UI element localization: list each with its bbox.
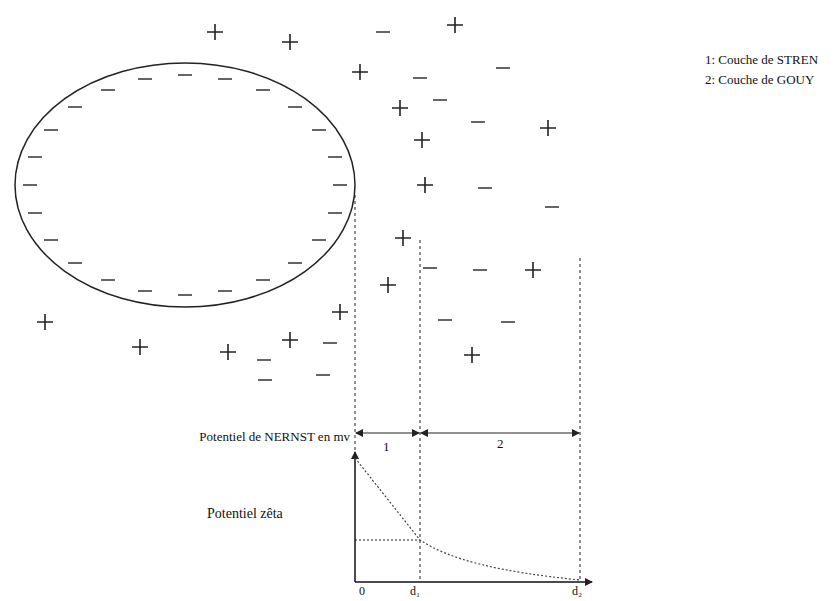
negative-ions xyxy=(257,32,559,380)
tick-label: d₂ xyxy=(572,585,582,599)
tick-label: 0 xyxy=(359,585,365,599)
potential-curve xyxy=(355,458,580,580)
zone-number: 1 xyxy=(383,440,390,455)
legend-text: 2: Couche de GOUY xyxy=(705,73,814,88)
graph-axes xyxy=(355,452,592,582)
surface-negative-charges xyxy=(23,75,347,295)
boundary-lines xyxy=(355,195,580,582)
zone-number: 2 xyxy=(497,437,504,452)
zeta-level-line xyxy=(355,539,420,540)
particle-outline xyxy=(15,63,355,307)
legend-text: 1: Couche de STREN xyxy=(705,53,818,68)
dimension-arrows xyxy=(356,433,579,434)
axis-label: Potentiel zêta xyxy=(207,506,283,522)
tick-label: d₁ xyxy=(410,585,420,599)
axis-title: Potentiel de NERNST en mv xyxy=(199,430,350,445)
positive-ions xyxy=(37,17,556,363)
